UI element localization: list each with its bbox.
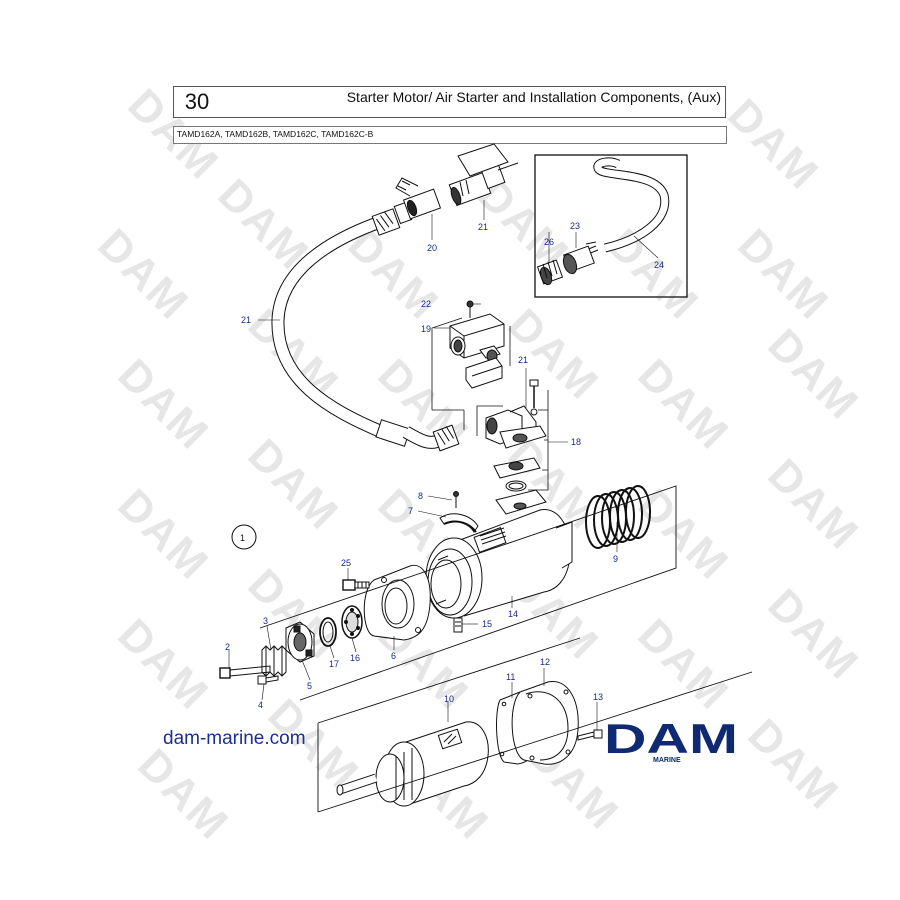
part-label-9: 9 [613, 554, 618, 564]
air-hose [271, 201, 460, 452]
page-title: Starter Motor/ Air Starter and Installat… [346, 89, 721, 105]
valve-block [449, 300, 505, 389]
part-label-15: 15 [482, 619, 492, 629]
part-label-25: 25 [341, 558, 351, 568]
long-bolt [219, 665, 271, 679]
title-box: Starter Motor/ Air Starter and Installat… [219, 86, 726, 118]
drive-hub [285, 621, 315, 663]
housing-screw [453, 617, 463, 633]
bearing [341, 605, 363, 639]
hose-adapter [395, 177, 442, 220]
logo-subtext: MARINE [653, 757, 681, 764]
shield-screw [439, 491, 479, 533]
part-label-24: 24 [654, 260, 664, 270]
part-label-14: 14 [508, 609, 518, 619]
end-cover [511, 681, 579, 765]
part-label-21-elbow: 21 [518, 355, 528, 365]
part-label-18: 18 [571, 437, 581, 447]
pinion-gear [261, 645, 287, 677]
part-label-2: 2 [225, 642, 230, 652]
section-number: 30 [184, 89, 210, 114]
engine-models: TAMD162A, TAMD162B, TAMD162C, TAMD162C-B [177, 129, 374, 139]
part-label-21-hose: 21 [241, 315, 251, 325]
part-label-16: 16 [350, 653, 360, 663]
elbow-flange [485, 379, 547, 492]
bracket-line [431, 317, 511, 430]
part-label-6: 6 [391, 651, 396, 661]
leader-lines [228, 200, 659, 730]
cover-screw [577, 729, 603, 741]
part-label-13: 13 [593, 692, 603, 702]
part-label-17: 17 [329, 659, 339, 669]
bracket-line [476, 405, 503, 436]
part-label-23: 23 [570, 221, 580, 231]
part-label-11: 11 [506, 672, 515, 682]
flange-plate [363, 564, 431, 641]
dam-marine-logo: DAM [604, 719, 738, 759]
section-number-box: 30 [173, 86, 221, 118]
logo-text: DAM [604, 719, 738, 759]
part-label-26: 26 [544, 237, 554, 247]
part-label-1: 1 [240, 533, 245, 543]
part-label-10: 10 [444, 694, 454, 704]
part-label-8: 8 [418, 491, 423, 501]
spring [585, 485, 651, 549]
part-label-20: 20 [427, 243, 437, 253]
detail-cable-assembly [536, 157, 670, 286]
bolt [342, 579, 370, 591]
assembly-frame [259, 485, 677, 701]
air-motor [336, 721, 489, 807]
detail-inset-frame [534, 154, 688, 298]
seal-ring [319, 617, 337, 647]
bracket-line [528, 390, 549, 491]
website-link[interactable]: dam-marine.com [163, 728, 306, 749]
starter-housing [425, 489, 573, 619]
models-box: TAMD162A, TAMD162B, TAMD162C, TAMD162C-B [173, 126, 727, 144]
part-label-21-valve: 21 [478, 222, 488, 232]
part-label-5: 5 [307, 681, 312, 691]
part-label-7: 7 [408, 506, 413, 516]
assembly-frame [317, 637, 753, 813]
small-screw [257, 675, 279, 685]
part-label-12: 12 [540, 657, 550, 667]
ball-valve [448, 143, 519, 207]
part-label-19: 19 [421, 324, 431, 334]
callout-circle [231, 524, 257, 550]
part-label-22: 22 [421, 299, 431, 309]
part-label-4: 4 [258, 700, 263, 710]
part-labels: 1 2 3 4 5 6 7 8 9 10 11 12 13 14 15 16 1… [225, 221, 664, 710]
part-label-3: 3 [263, 616, 268, 626]
